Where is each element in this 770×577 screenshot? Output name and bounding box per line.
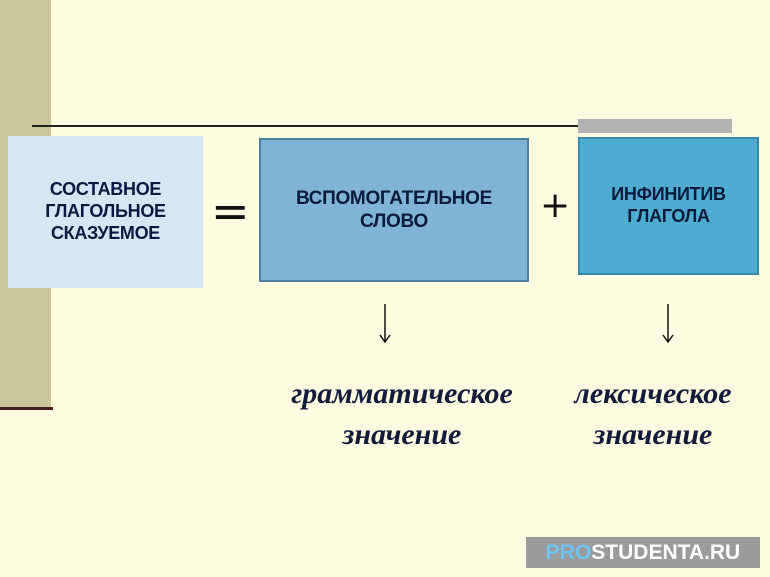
infinitive-box: ИНФИНИТИВ ГЛАГОЛА [578, 137, 759, 275]
plus-sign: + [540, 185, 571, 226]
equals-sign: = [211, 184, 250, 238]
site-watermark: PROSTUDENTA.RU [526, 537, 760, 568]
down-arrow-icon [379, 304, 391, 344]
side-bar-underline [0, 407, 53, 410]
watermark-prefix: PRO [545, 541, 592, 564]
gray-accent-bar [578, 119, 732, 133]
watermark-domain: STUDENTA.RU [591, 541, 741, 564]
grammatical-meaning-caption: грамматическое значение [291, 377, 513, 452]
down-arrow-icon [662, 304, 674, 344]
compound-verbal-predicate-box: СОСТАВНОЕ ГЛАГОЛЬНОЕ СКАЗУЕМОЕ [8, 136, 203, 288]
lexical-meaning-caption: лексическое значение [574, 377, 732, 452]
auxiliary-word-box: ВСПОМОГАТЕЛЬНОЕ СЛОВО [259, 138, 529, 282]
top-horizontal-rule [32, 125, 732, 127]
